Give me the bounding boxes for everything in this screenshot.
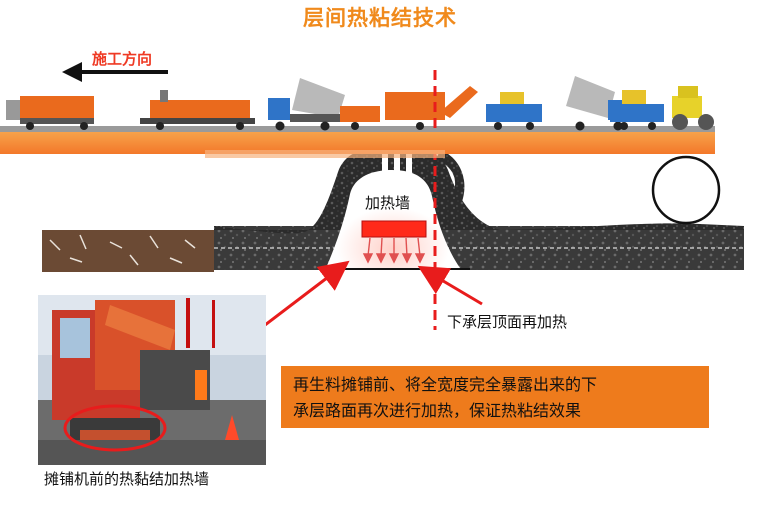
description-line-1: 再生料摊铺前、将全宽度完全暴露出来的下 bbox=[293, 375, 598, 394]
truck-icon bbox=[140, 90, 255, 130]
paver-photo bbox=[38, 295, 266, 465]
page-title: 层间热粘结技术 bbox=[303, 6, 457, 30]
truck-icon bbox=[340, 86, 478, 130]
roller-wheel-icon bbox=[651, 155, 721, 225]
truck-icon bbox=[486, 92, 542, 130]
paving-train bbox=[0, 76, 715, 134]
construction-direction-label: 施工方向 bbox=[92, 50, 153, 68]
description-line-2: 承层路面再次进行加热，保证热粘结效果 bbox=[293, 401, 582, 420]
truck-icon bbox=[672, 86, 714, 130]
truck-icon bbox=[566, 76, 628, 131]
description-box: 再生料摊铺前、将全宽度完全暴露出来的下 承层路面再次进行加热，保证热粘结效果 bbox=[281, 366, 709, 428]
truck-icon bbox=[610, 90, 664, 130]
heat-arrow-icon bbox=[362, 237, 426, 264]
cross-section bbox=[42, 146, 744, 272]
truck-icon bbox=[268, 78, 345, 131]
direction-arrow-icon bbox=[62, 62, 168, 82]
sublayer-reheat-label: 下承层顶面再加热 bbox=[447, 313, 568, 331]
photo-caption: 摊铺机前的热黏结加热墙 bbox=[44, 470, 210, 488]
heater-plate bbox=[361, 220, 427, 238]
orange-divider-band bbox=[0, 132, 715, 154]
highlight-ellipse bbox=[63, 404, 167, 452]
pointer-arrow-sublayer bbox=[417, 265, 483, 306]
orange-divider-faint bbox=[205, 150, 445, 158]
truck-icon bbox=[6, 96, 94, 130]
heating-wall-label: 加热墙 bbox=[365, 194, 411, 212]
